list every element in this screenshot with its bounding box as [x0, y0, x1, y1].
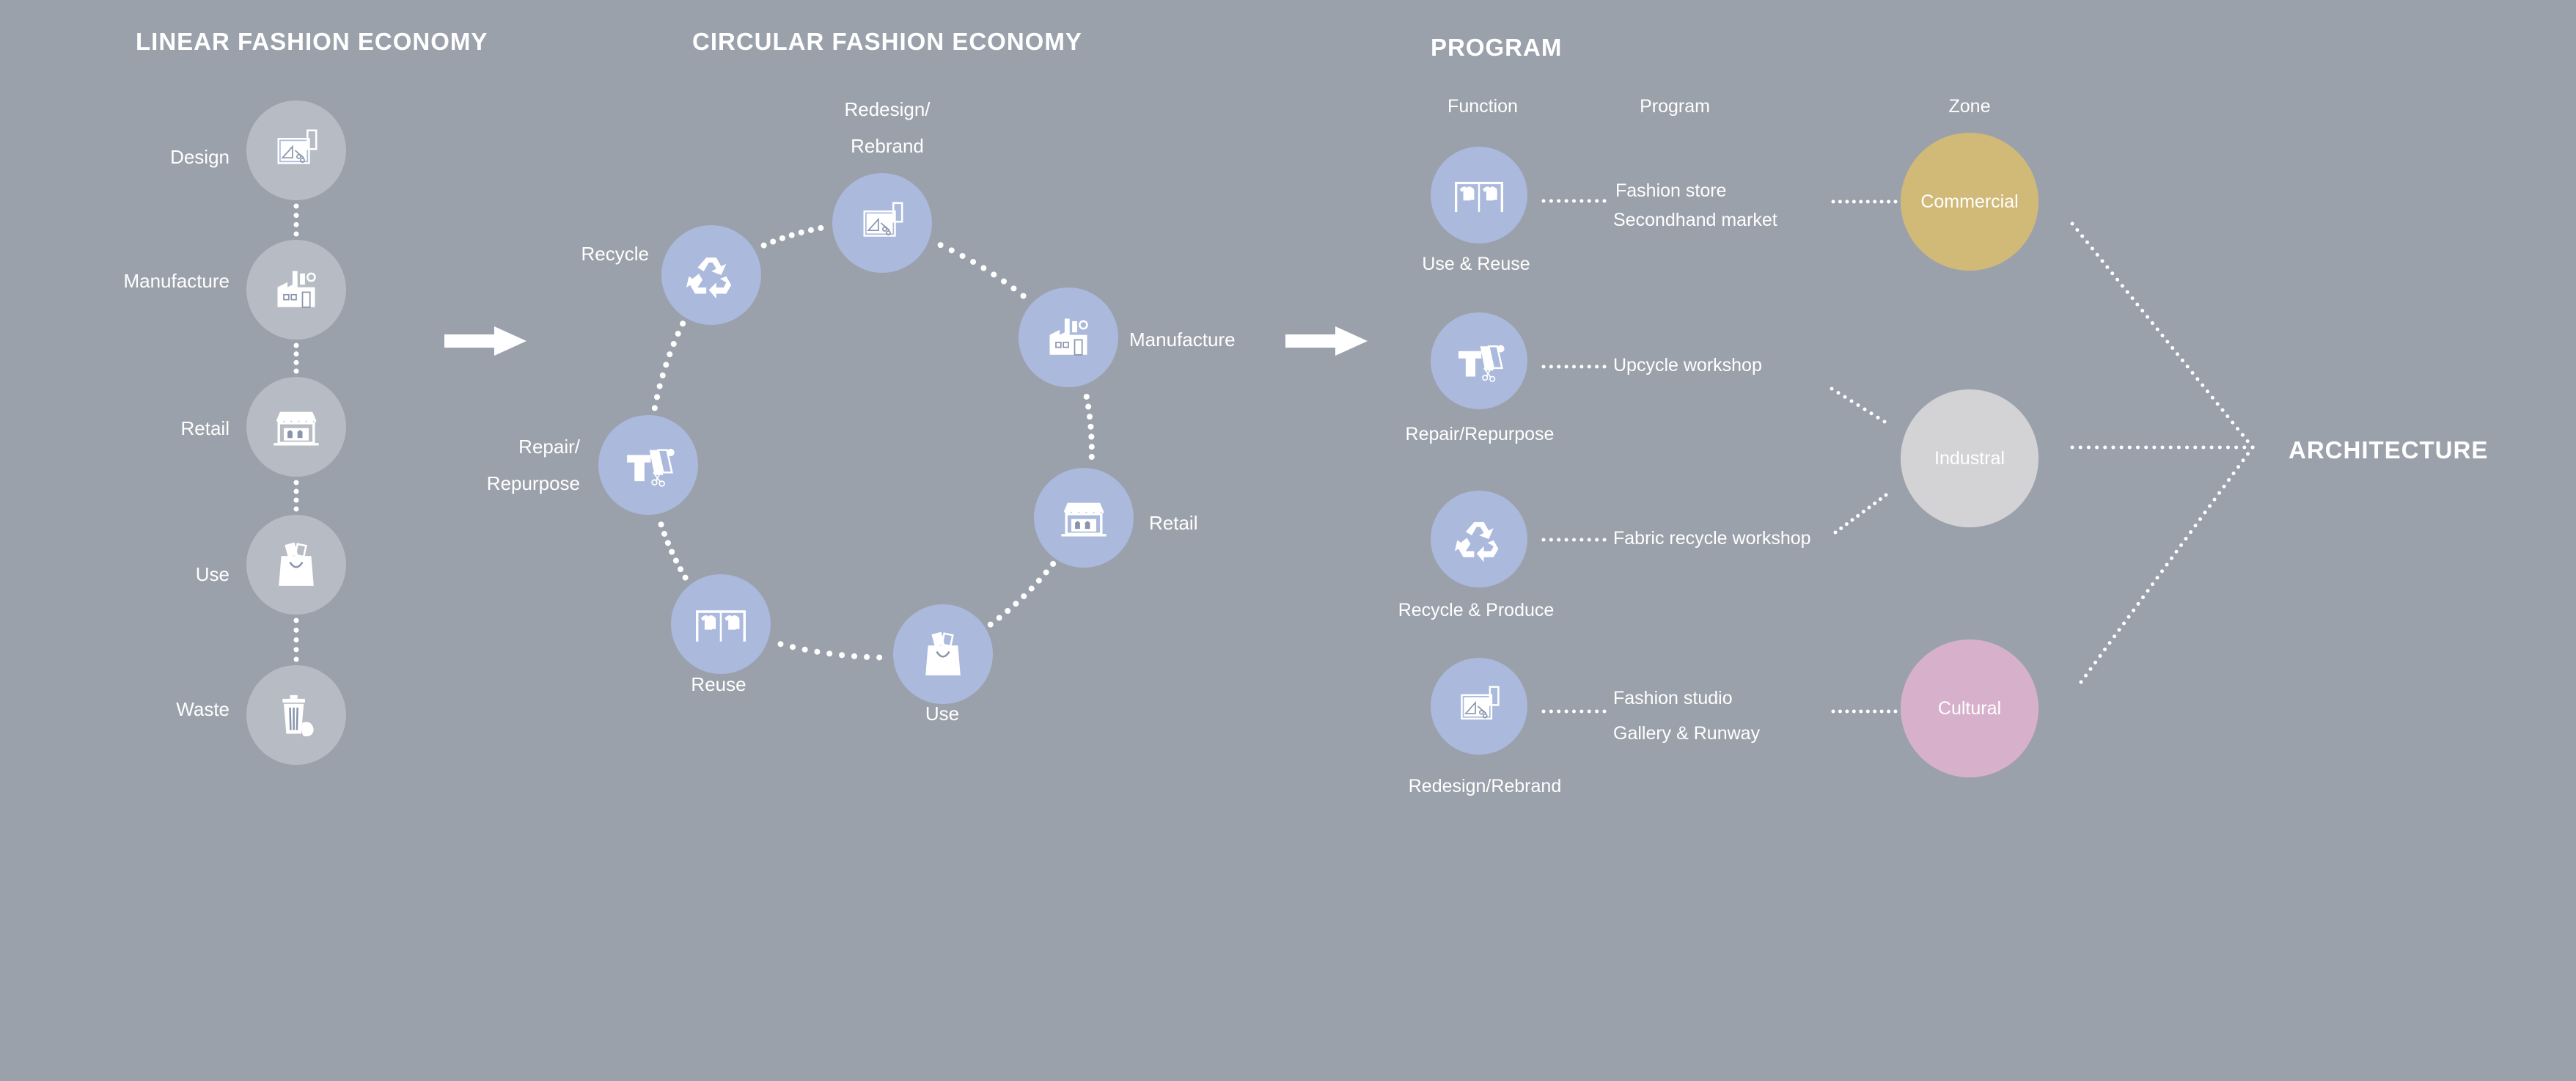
linear-connector-3 [293, 618, 299, 662]
circular-node-reuse [671, 574, 771, 674]
circular-node-retail-circle [1034, 468, 1134, 568]
arrow-circular-to-program [1285, 326, 1368, 356]
circular-node-label-manufacture: Manufacture [1129, 329, 1236, 351]
circular-connector-manufacture-retail [1083, 393, 1095, 460]
zone-node-commercial-circle [1901, 133, 2039, 271]
program-fashion-store: Fashion store [1615, 180, 1727, 201]
function-node-1-circle [1431, 312, 1527, 409]
circular-node-recycle [661, 225, 761, 325]
function-label-repair-repurpose: Repair/Repurpose [1405, 424, 1555, 444]
zone-node-cultural-circle [1901, 640, 2039, 777]
circular-node-label-recycle: Recycle [581, 243, 649, 265]
program-fashion-studio: Fashion studio [1613, 688, 1733, 708]
linear-step-label-waste: Waste [176, 698, 230, 720]
linear-connector-1 [293, 342, 299, 374]
linear-step-label-manufacture: Manufacture [123, 270, 230, 292]
function-node-1 [1431, 312, 1527, 409]
connector-dots [293, 199, 2255, 714]
zone-node-cultural [1901, 640, 2039, 777]
circular-node-label-repair-line1: Repair/ [518, 436, 580, 458]
program-secondhand-market: Secondhand market [1613, 210, 1777, 230]
circular-node-label-retail: Retail [1149, 512, 1198, 534]
column-header-zone: Zone [1948, 96, 1991, 117]
linear-economy-title: LINEAR FASHION ECONOMY [136, 28, 488, 55]
column-header-program: Program [1640, 96, 1710, 117]
linear-step-label-retail: Retail [180, 417, 230, 439]
circular-node-label-redesign-line2: Rebrand [851, 135, 924, 157]
function-node-3 [1431, 658, 1527, 755]
circular-node-manufacture [1019, 287, 1118, 387]
circular-node-label-reuse: Reuse [691, 673, 746, 695]
zone-label-industral: Industral [1934, 448, 2005, 469]
zone-label-cultural: Cultural [1937, 698, 2002, 719]
architecture-label: ARCHITECTURE [2289, 436, 2489, 463]
function-label-redesign-rebrand: Redesign/Rebrand [1408, 776, 1562, 796]
function-label-use-reuse: Use & Reuse [1422, 254, 1530, 274]
linear-step-label-design: Design [170, 146, 230, 168]
arrow-linear-to-circular [444, 326, 526, 356]
circular-node-label-repair-line2: Repurpose [486, 472, 580, 494]
program-upcycle-workshop: Upcycle workshop [1613, 355, 1762, 375]
function-program-connector-2 [1541, 538, 1607, 542]
function-label-recycle-produce: Recycle & Produce [1398, 600, 1555, 620]
linear-step-label-use: Use [195, 563, 230, 585]
zone-arch-connector-commercial [2070, 221, 2255, 450]
circular-connector-reuse-repair [658, 521, 689, 581]
function-program-connector-3 [1541, 709, 1607, 714]
program-zone-connector-recycle [1833, 493, 1888, 535]
circular-node-use [893, 604, 993, 704]
linear-connector-0 [293, 203, 299, 237]
circular-node-repair [598, 415, 698, 515]
linear-node-retail-circle [246, 377, 346, 477]
node-circles [246, 100, 2039, 777]
circular-node-label-use: Use [925, 703, 960, 725]
circular-connector-redesign-manufacture [937, 242, 1027, 299]
circular-connector-repair-recycle [651, 320, 686, 411]
zone-arch-connector-cultural [2079, 445, 2255, 684]
program-fabric-recycle-workshop: Fabric recycle workshop [1613, 528, 1811, 549]
function-node-0 [1431, 147, 1527, 243]
function-node-2-circle [1431, 491, 1527, 587]
circular-node-repair-circle [598, 415, 698, 515]
column-header-function: Function [1447, 96, 1518, 117]
flow-arrows [444, 326, 1368, 356]
circular-connector-retail-use [987, 560, 1057, 628]
circular-node-label-redesign-line1: Redesign/ [844, 98, 931, 120]
circular-node-recycle-circle [661, 225, 761, 325]
linear-node-waste [246, 665, 346, 765]
program-zone-connector-commercial [1831, 199, 1898, 204]
circular-connector-recycle-redesign [760, 224, 824, 249]
zone-node-industral [1901, 389, 2039, 527]
linear-connector-2 [293, 480, 299, 512]
zone-label-commercial: Commercial [1920, 191, 2019, 212]
circular-node-retail [1034, 468, 1134, 568]
linear-node-use [246, 515, 346, 615]
zone-arch-connector-industral [2070, 445, 2255, 450]
function-program-connector-0 [1541, 199, 1607, 203]
linear-node-manufacture [246, 240, 346, 340]
linear-node-design [246, 100, 346, 200]
linear-node-retail [246, 377, 346, 477]
circular-connector-use-reuse [777, 641, 883, 661]
program-gallery-runway: Gallery & Runway [1613, 723, 1761, 744]
circular-node-redesign [832, 173, 932, 273]
zone-node-industral-circle [1901, 389, 2039, 527]
program-zone-connector-cultural [1831, 709, 1898, 714]
program-title: PROGRAM [1431, 34, 1563, 61]
function-program-connector-1 [1541, 364, 1607, 369]
circular-economy-title: CIRCULAR FASHION ECONOMY [692, 28, 1082, 55]
program-zone-connector-upcycle [1830, 386, 1887, 424]
zone-node-commercial [1901, 133, 2039, 271]
function-node-2 [1431, 491, 1527, 587]
